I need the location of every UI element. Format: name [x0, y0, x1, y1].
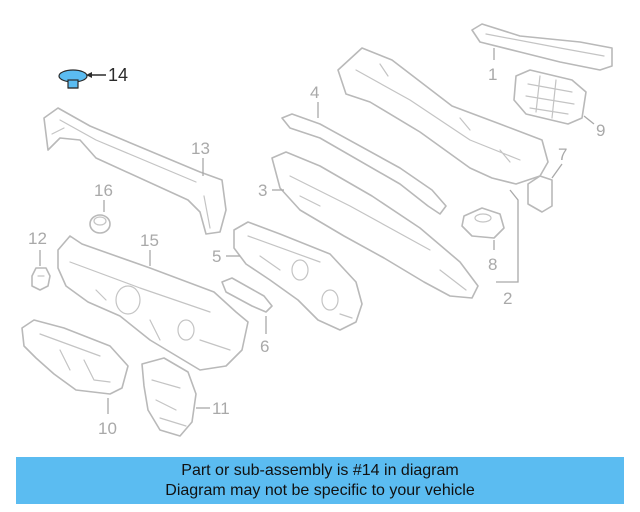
- callout-9[interactable]: 9: [596, 121, 605, 140]
- part-16[interactable]: [89, 214, 111, 234]
- callout-6[interactable]: 6: [260, 337, 269, 356]
- callout-7-leader: [551, 163, 563, 179]
- callout-7[interactable]: 7: [558, 145, 567, 164]
- part-9[interactable]: [513, 69, 587, 125]
- callout-9-leader: [583, 115, 595, 125]
- banner-line-2: Diagram may not be specific to your vehi…: [165, 481, 475, 499]
- part-7[interactable]: [527, 175, 553, 213]
- callout-3[interactable]: 3: [258, 181, 267, 200]
- callout-12[interactable]: 12: [28, 229, 47, 248]
- callout-16[interactable]: 16: [94, 181, 113, 200]
- part-1[interactable]: [471, 23, 613, 71]
- callout-2[interactable]: 2: [503, 289, 512, 308]
- part-6[interactable]: [221, 277, 273, 313]
- callout-14-arrow: [86, 72, 92, 78]
- part-14-clip[interactable]: [58, 69, 88, 89]
- parts-diagram: 14 13 16 12 15 10 11: [21, 23, 613, 438]
- part-12[interactable]: [31, 267, 51, 291]
- part-10[interactable]: [21, 319, 129, 395]
- callout-13[interactable]: 13: [191, 139, 210, 158]
- info-banner: Part or sub-assembly is #14 in diagram D…: [16, 457, 624, 504]
- callout-4[interactable]: 4: [310, 83, 319, 102]
- callout-11[interactable]: 11: [212, 399, 230, 418]
- part-15[interactable]: [57, 235, 249, 371]
- part-13[interactable]: [43, 107, 227, 235]
- part-3[interactable]: [271, 151, 479, 299]
- part-4[interactable]: [281, 113, 447, 215]
- callout-10[interactable]: 10: [98, 419, 117, 438]
- callout-5[interactable]: 5: [212, 247, 221, 266]
- part-5[interactable]: [233, 221, 363, 331]
- callout-8[interactable]: 8: [488, 255, 497, 274]
- callout-1[interactable]: 1: [488, 65, 497, 84]
- part-11[interactable]: [141, 357, 197, 437]
- callout-14[interactable]: 14: [108, 65, 128, 85]
- banner-line-1: Part or sub-assembly is #14 in diagram: [181, 461, 459, 479]
- part-8[interactable]: [461, 207, 505, 239]
- callout-15[interactable]: 15: [140, 231, 159, 250]
- callout-2-leader: [496, 189, 519, 283]
